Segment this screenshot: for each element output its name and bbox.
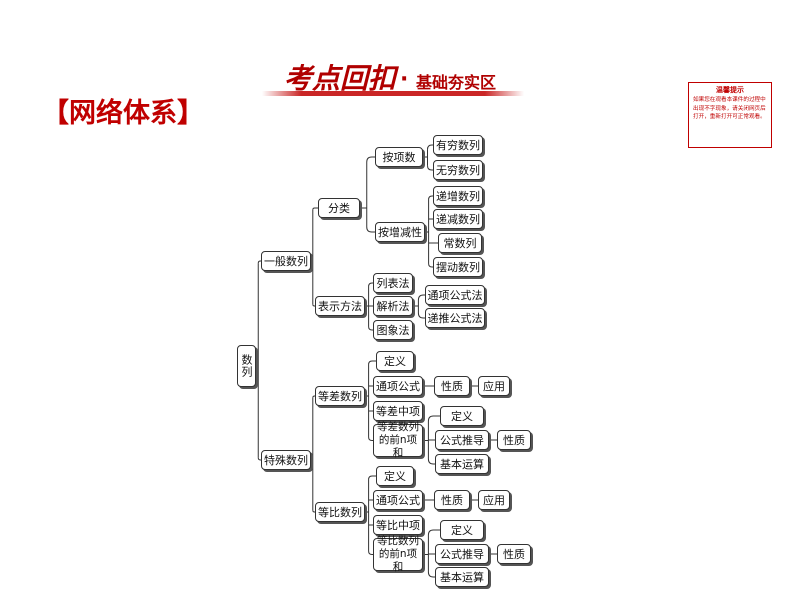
connector-branch-11-0	[427, 415, 440, 422]
node-by-terms: 按项数	[375, 147, 423, 167]
node-constant-sequence: 常数列	[438, 233, 482, 253]
node-arithmetic-definition: 定义	[376, 351, 414, 371]
connector-branch-11-2	[427, 458, 435, 465]
connector-branch-2-0	[366, 156, 375, 163]
connector-branch-3-1	[427, 165, 433, 171]
node-geometric-definition: 定义	[376, 466, 414, 486]
tip-body: 如果您在观看本课件的过程中出现不字现象，请关闭网页后打开，重新打开可正常观看。	[693, 97, 766, 121]
section-banner: 考点回扣 · 基础夯实区	[262, 62, 524, 96]
node-arithmetic-sum: 等差数列 的前n项和	[373, 421, 423, 459]
banner-underline	[262, 91, 524, 96]
connector-branch-8-0	[368, 360, 376, 365]
node-finite-sequence: 有穷数列	[433, 135, 483, 155]
section-title: 【网络体系】	[42, 98, 204, 129]
node-arithmetic-sum-derivation: 公式推导	[435, 430, 489, 450]
connector-branch-6-1	[417, 312, 425, 319]
node-oscillating-sequence: 摆动数列	[433, 257, 483, 277]
node-geometric-sum-operations: 基本运算	[435, 567, 489, 587]
node-arithmetic-property: 性质	[434, 376, 470, 396]
node-increasing-sequence: 递增数列	[433, 186, 483, 206]
node-graph-method: 图象法	[373, 320, 413, 340]
node-geometric-general-term: 通项公式	[373, 490, 423, 510]
tip-title: 温馨提示	[716, 86, 744, 94]
connector-branch-1-1	[312, 304, 315, 307]
node-arithmetic-sequence: 等差数列	[315, 386, 365, 406]
connector-branch-7-0	[312, 395, 315, 398]
connector-branch-4-3	[428, 263, 433, 268]
node-geometric-sum-derivation: 公式推导	[435, 544, 489, 564]
connector-branch-5-2	[368, 326, 373, 331]
node-geometric-sum-property: 性质	[497, 544, 531, 564]
connector-branch-5-0	[368, 282, 373, 287]
node-general-sequence: 一般数列	[261, 251, 311, 271]
node-geometric-sequence: 等比数列	[315, 502, 365, 522]
node-arithmetic-application: 应用	[478, 376, 510, 396]
connector-branch-0-0	[257, 260, 261, 264]
node-geometric-sum-definition: 定义	[440, 520, 484, 540]
node-by-monotonicity: 按增减性	[375, 222, 425, 242]
node-list-method: 列表法	[373, 273, 413, 293]
node-root: 数列	[237, 345, 256, 387]
node-infinite-sequence: 无穷数列	[433, 160, 483, 180]
connector-branch-6-0	[417, 294, 425, 301]
connector-branch-16-0	[427, 529, 440, 536]
node-general-term-formula-method: 通项公式法	[425, 285, 485, 305]
banner-main-text: 考点回扣	[284, 62, 400, 95]
connector-branch-1-0	[312, 207, 318, 210]
connector-branch-0-1	[257, 457, 261, 461]
node-geometric-application: 应用	[478, 490, 510, 510]
tip-box: 温馨提示 如果您在观看本课件的过程中出现不字现象，请关闭网页后打开，重新打开可正…	[688, 82, 772, 148]
node-arithmetic-middle-term: 等差中项	[373, 401, 423, 421]
node-arithmetic-sum-property: 性质	[497, 430, 531, 450]
node-geometric-middle-term: 等比中项	[373, 515, 423, 535]
node-analytic-method: 解析法	[373, 296, 413, 316]
banner-sub-text: 基础夯实区	[415, 73, 496, 92]
node-special-sequence: 特殊数列	[261, 450, 311, 470]
connector-branch-4-0	[428, 195, 433, 200]
node-decreasing-sequence: 递减数列	[433, 209, 483, 229]
connector-branch-2-1	[366, 226, 375, 233]
node-recursive-formula-method: 递推公式法	[425, 308, 485, 328]
node-representation: 表示方法	[315, 296, 365, 316]
connector-branch-7-1	[312, 510, 315, 513]
node-classification: 分类	[318, 198, 360, 218]
connector-branch-3-0	[427, 144, 433, 150]
node-geometric-sum: 等比数列 的前n项和	[373, 535, 423, 573]
node-geometric-property: 性质	[434, 490, 470, 510]
node-arithmetic-sum-operations: 基本运算	[435, 454, 489, 474]
node-arithmetic-sum-definition: 定义	[440, 406, 484, 426]
banner-dot: ·	[400, 67, 408, 92]
connector-branch-13-3	[368, 550, 373, 555]
connector-branch-16-2	[427, 571, 435, 578]
connector-branch-8-3	[368, 436, 373, 441]
connector-branch-13-0	[368, 475, 376, 480]
node-arithmetic-general-term: 通项公式	[373, 376, 423, 396]
